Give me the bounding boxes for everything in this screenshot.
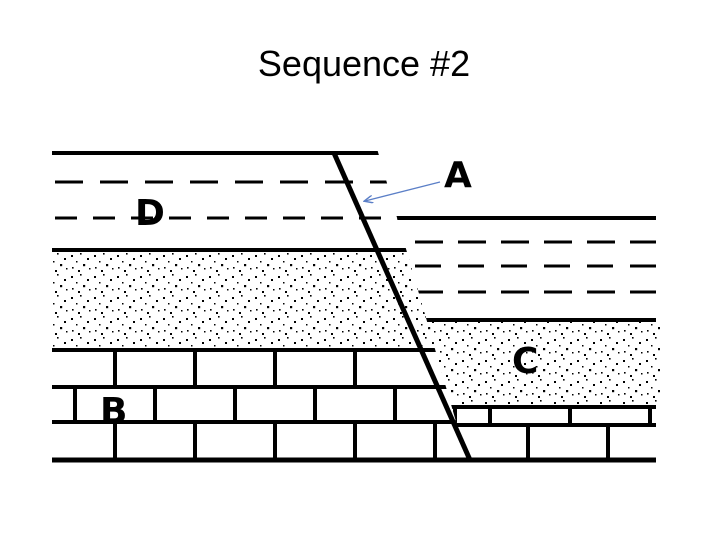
left-layer-boundaries: [52, 151, 470, 424]
fault-line: [331, 151, 473, 462]
left-limestone-layer: [73, 350, 437, 460]
right-shale-layer: [372, 240, 656, 294]
right-limestone-layer: [453, 407, 656, 460]
label-d: D: [135, 193, 165, 234]
slide-title: Sequence #2: [257, 43, 471, 84]
left-sandstone-layer: [52, 252, 470, 350]
label-b: B: [100, 391, 127, 432]
label-c: C: [512, 341, 538, 382]
label-a: A: [444, 155, 472, 196]
fault-arrow: [365, 181, 441, 201]
left-shale-layer: [55, 180, 420, 220]
